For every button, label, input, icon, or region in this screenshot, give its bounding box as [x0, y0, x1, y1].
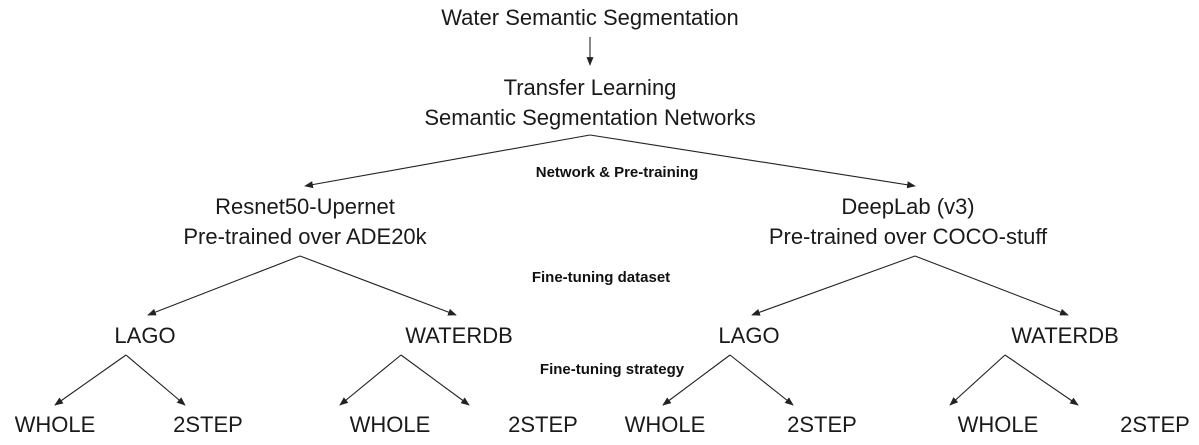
strategy-node-2step: 2STEP — [1120, 412, 1190, 437]
edge-deeplab-to-lago-arrow — [751, 255, 916, 316]
approach-line-2: Semantic Segmentation Networks — [424, 105, 756, 130]
network-pretraining: Pre-trained over ADE20k — [183, 224, 427, 249]
approach-line-1: Transfer Learning — [503, 75, 677, 100]
dataset-node-lago: LAGO — [718, 323, 780, 348]
strategy-node-whole: WHOLE — [14, 412, 96, 437]
edge-deeplab-to-waterdb-arrow — [914, 255, 1069, 316]
edge-approach-to-deeplab-arrow — [589, 134, 916, 189]
strategy-node-whole: WHOLE — [624, 412, 706, 437]
strategy-node-2step: 2STEP — [508, 412, 578, 437]
dataset-node-waterdb: WATERDB — [1011, 323, 1119, 348]
edge-waterdb-to-whole-arrow — [339, 354, 402, 406]
edge-waterdb-to-2step-arrow — [400, 354, 470, 406]
edge-lago-to-2step-arrow — [125, 354, 186, 406]
edge-waterdb-to-2step-arrow — [1004, 354, 1079, 406]
approach-node: Transfer Learning Semantic Segmentation … — [424, 73, 755, 133]
strategy-node-whole: WHOLE — [349, 412, 431, 437]
network-node-resnet: Resnet50-Upernet Pre-trained over ADE20k — [183, 192, 426, 252]
level-label-dataset: Fine-tuning dataset — [531, 269, 671, 286]
level-label-network: Network & Pre-training — [535, 164, 699, 181]
edge-lago-to-2step-arrow — [729, 354, 794, 406]
edge-approach-to-resnet-arrow — [304, 134, 591, 189]
edge-lago-to-whole-arrow — [662, 354, 731, 406]
network-pretraining: Pre-trained over COCO-stuff — [768, 224, 1048, 249]
edge-resnet-to-lago-arrow — [147, 255, 301, 316]
strategy-node-2step: 2STEP — [787, 412, 857, 437]
strategy-node-2step: 2STEP — [173, 412, 243, 437]
dataset-node-waterdb: WATERDB — [405, 323, 513, 348]
network-node-deeplab: DeepLab (v3) Pre-trained over COCO-stuff — [769, 192, 1047, 252]
edge-lago-to-whole-arrow — [54, 354, 127, 406]
dataset-node-lago: LAGO — [114, 323, 176, 348]
level-label-strategy: Fine-tuning strategy — [539, 361, 685, 378]
strategy-node-whole: WHOLE — [957, 412, 1039, 437]
network-name: Resnet50-Upernet — [215, 194, 395, 219]
root-node: Water Semantic Segmentation — [441, 5, 739, 30]
network-name: DeepLab (v3) — [841, 194, 975, 219]
edge-waterdb-to-whole-arrow — [949, 354, 1006, 406]
edge-resnet-to-waterdb-arrow — [299, 255, 457, 316]
